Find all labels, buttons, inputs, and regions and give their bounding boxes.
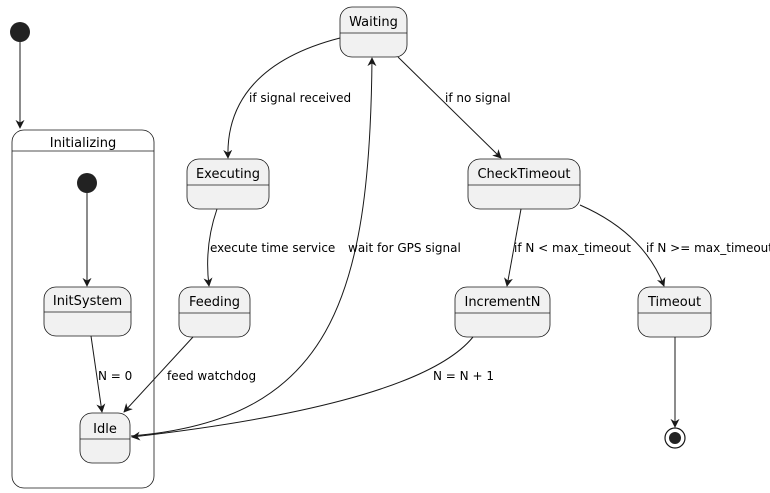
state-incrementn[interactable]: IncrementN bbox=[454, 286, 551, 338]
label-wait-for-gps: wait for GPS signal bbox=[348, 241, 461, 255]
state-idle[interactable]: Idle bbox=[79, 412, 131, 464]
state-feeding[interactable]: Feeding bbox=[178, 286, 251, 338]
state-waiting[interactable]: Waiting bbox=[339, 6, 408, 58]
state-feeding-label: Feeding bbox=[189, 295, 240, 310]
edge-checktimeout-to-timeout bbox=[579, 204, 666, 287]
label-execute-time-service: execute time service bbox=[210, 241, 335, 255]
edge-initsystem-to-idle bbox=[90, 335, 106, 413]
edge-idle-to-waiting bbox=[130, 57, 377, 437]
label-n-increment: N = N + 1 bbox=[433, 369, 494, 383]
edge-executing-to-feeding bbox=[203, 208, 218, 287]
state-initsystem-label: InitSystem bbox=[53, 294, 122, 309]
initial-state-inner bbox=[77, 173, 97, 193]
label-n-ge-max: if N >= max_timeout bbox=[646, 241, 770, 255]
label-no-signal: if no signal bbox=[445, 91, 511, 105]
state-executing-label: Executing bbox=[196, 167, 260, 182]
label-feed-watchdog: feed watchdog bbox=[167, 369, 256, 383]
initial-state-outer bbox=[10, 22, 30, 42]
composite-initializing-label: Initializing bbox=[50, 136, 117, 151]
edge-feeding-to-idle bbox=[123, 336, 194, 413]
final-state bbox=[664, 427, 686, 449]
state-incrementn-label: IncrementN bbox=[464, 295, 540, 310]
state-initsystem[interactable]: InitSystem bbox=[43, 286, 132, 337]
edge-checktimeout-to-incrementn bbox=[504, 208, 522, 287]
state-checktimeout[interactable]: CheckTimeout bbox=[467, 158, 581, 210]
edge-incrementn-to-idle bbox=[131, 336, 474, 441]
state-timeout-label: Timeout bbox=[647, 295, 701, 310]
state-idle-label: Idle bbox=[93, 422, 117, 437]
edge-waiting-to-executing bbox=[223, 37, 341, 159]
state-timeout[interactable]: Timeout bbox=[637, 286, 712, 338]
edge-waiting-to-checktimeout bbox=[397, 56, 502, 159]
label-n-lt-max: if N < max_timeout bbox=[514, 241, 631, 255]
state-waiting-label: Waiting bbox=[349, 15, 398, 30]
state-checktimeout-label: CheckTimeout bbox=[477, 167, 570, 182]
label-n-zero: N = 0 bbox=[98, 369, 132, 383]
label-signal-received: if signal received bbox=[249, 91, 351, 105]
state-executing[interactable]: Executing bbox=[186, 158, 270, 210]
